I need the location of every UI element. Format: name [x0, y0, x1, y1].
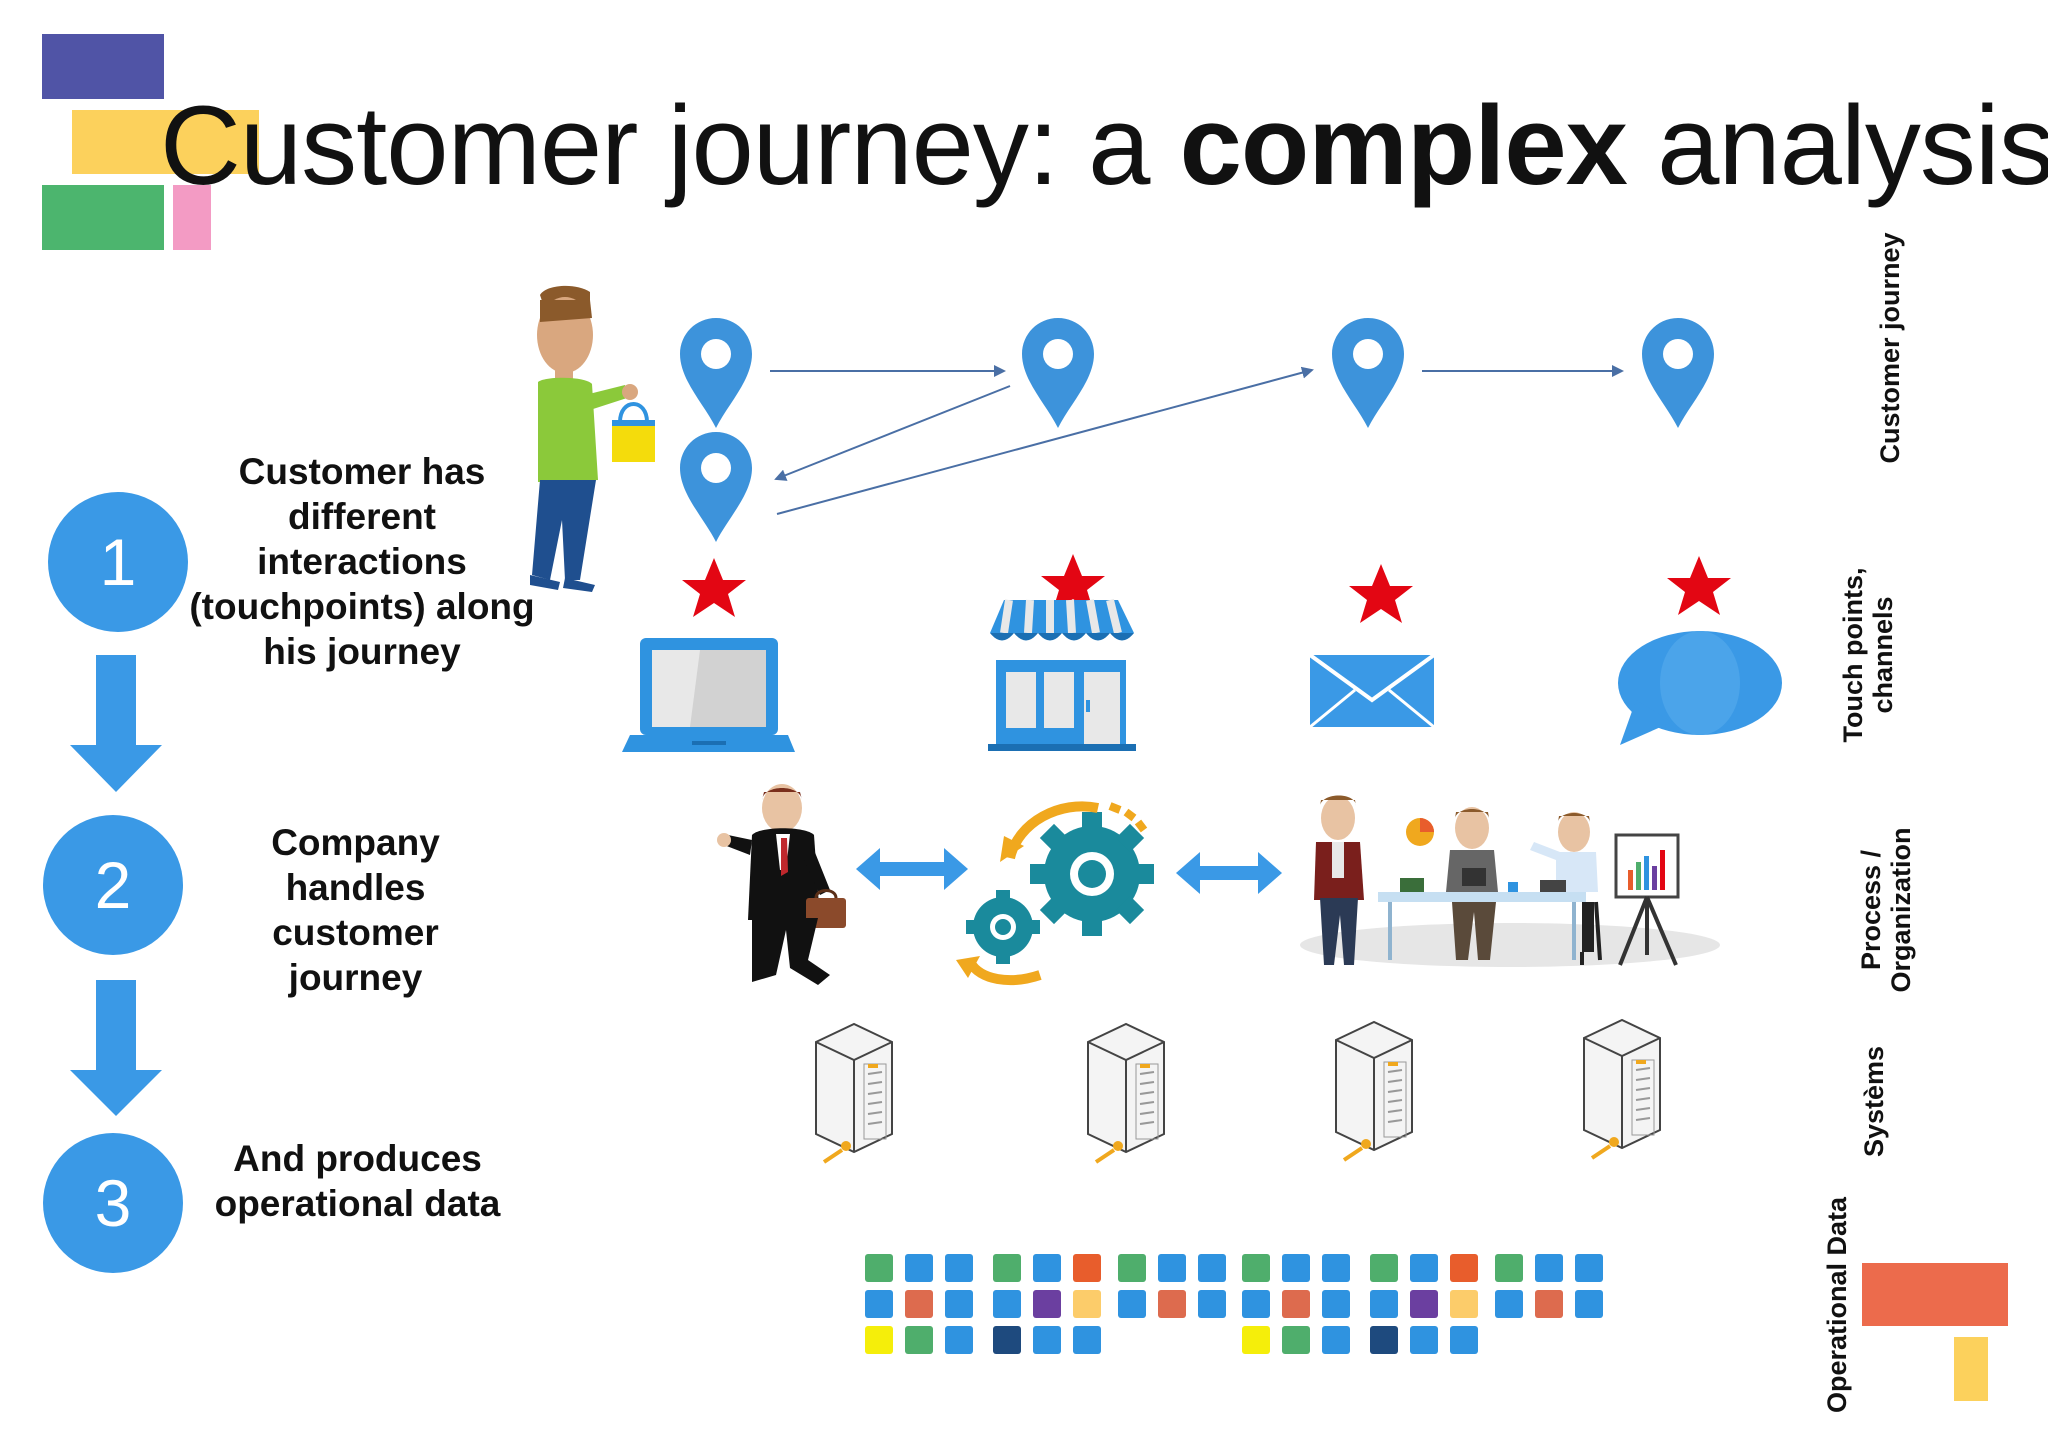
location-pin-icon-5 [1642, 318, 1714, 428]
customer-person-icon [530, 285, 638, 592]
journey-arrows [770, 365, 1624, 515]
server-icon-1 [814, 1022, 894, 1164]
laptop-icon [622, 638, 795, 752]
chat-bubble-icon [1618, 631, 1782, 745]
meeting-icon [1300, 795, 1720, 967]
step-text-3: And produces operational data [214, 1138, 501, 1224]
corner-block-red [1862, 1263, 2008, 1326]
location-pin-icon-3 [1022, 318, 1094, 428]
gears-icon [956, 801, 1154, 986]
down-arrow-2 [70, 980, 162, 1116]
step-circle-1: 1 [48, 492, 188, 632]
step-circle-2: 2 [43, 815, 183, 955]
logo-block-green [42, 185, 164, 250]
shopping-bag-icon [612, 402, 655, 462]
corner-block-yellow [1954, 1337, 1988, 1401]
store-icon [988, 599, 1136, 751]
operational-data-grid [865, 1254, 1603, 1354]
down-arrow-1 [70, 655, 162, 792]
location-pin-icon-2 [680, 432, 752, 542]
step-circle-3: 3 [43, 1133, 183, 1273]
envelope-icon [1308, 653, 1436, 729]
logo-block-yellow [72, 110, 259, 174]
star-icon-4 [1667, 556, 1731, 615]
logo-block-pink [173, 185, 211, 250]
location-pin-icon-1 [680, 318, 752, 428]
businessman-icon [717, 784, 846, 985]
logo-block-purple [42, 34, 164, 99]
step-text-2: Company handles customer journey [271, 822, 440, 998]
double-arrow-2 [1176, 852, 1282, 894]
server-icon-2 [1086, 1022, 1166, 1164]
star-icon-3 [1349, 564, 1413, 623]
double-arrow-1 [856, 848, 968, 890]
page-title: Customer journey: a complex analysis [160, 83, 2048, 208]
server-icon-3 [1334, 1020, 1414, 1162]
server-icon-4 [1582, 1018, 1662, 1160]
location-pin-icon-4 [1332, 318, 1404, 428]
step-text-1: Customer has different interactions (tou… [189, 451, 535, 672]
star-icon-1 [682, 558, 746, 617]
